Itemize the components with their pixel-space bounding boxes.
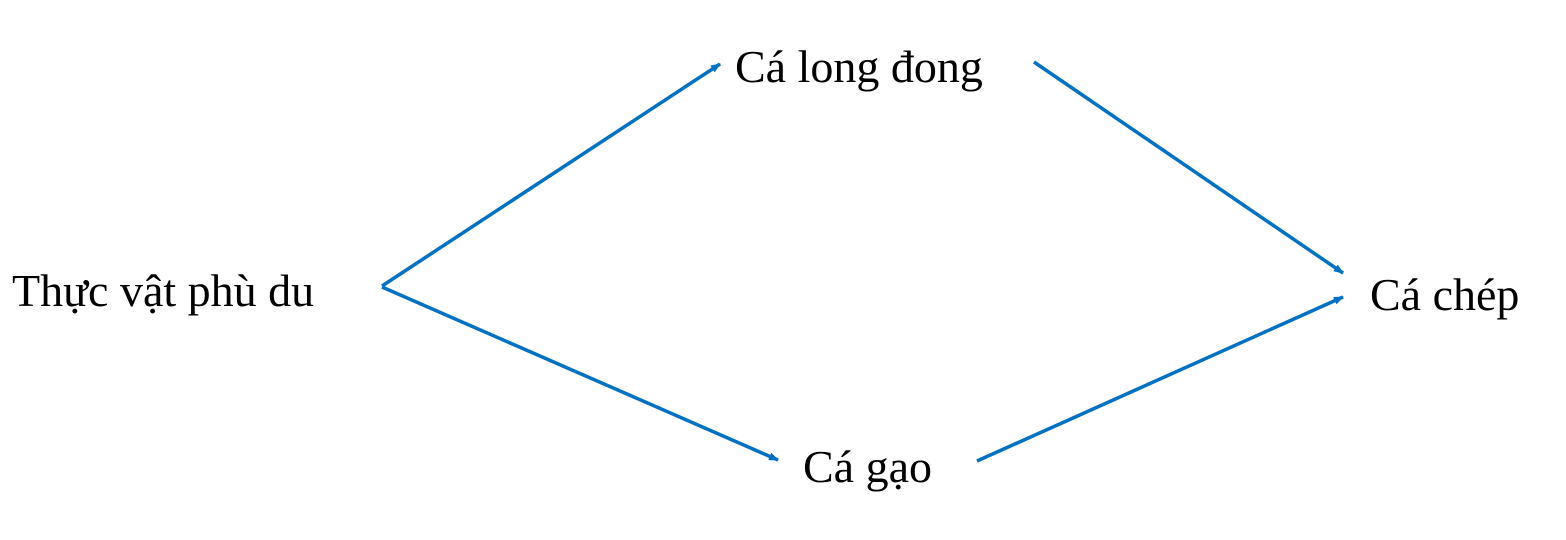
node-phytoplankton: Thực vật phù du xyxy=(12,265,315,316)
arrow-long-dong-to-chep xyxy=(1033,60,1344,275)
node-ca-gao: Cá gạo xyxy=(803,441,933,492)
arrow-phytoplankton-to-long-dong xyxy=(381,62,721,288)
node-ca-long-dong: Cá long đong xyxy=(735,41,983,92)
arrow-gao-to-chep xyxy=(976,295,1344,463)
node-ca-chep: Cá chép xyxy=(1370,269,1520,320)
arrow-phytoplankton-to-gao xyxy=(381,285,779,462)
